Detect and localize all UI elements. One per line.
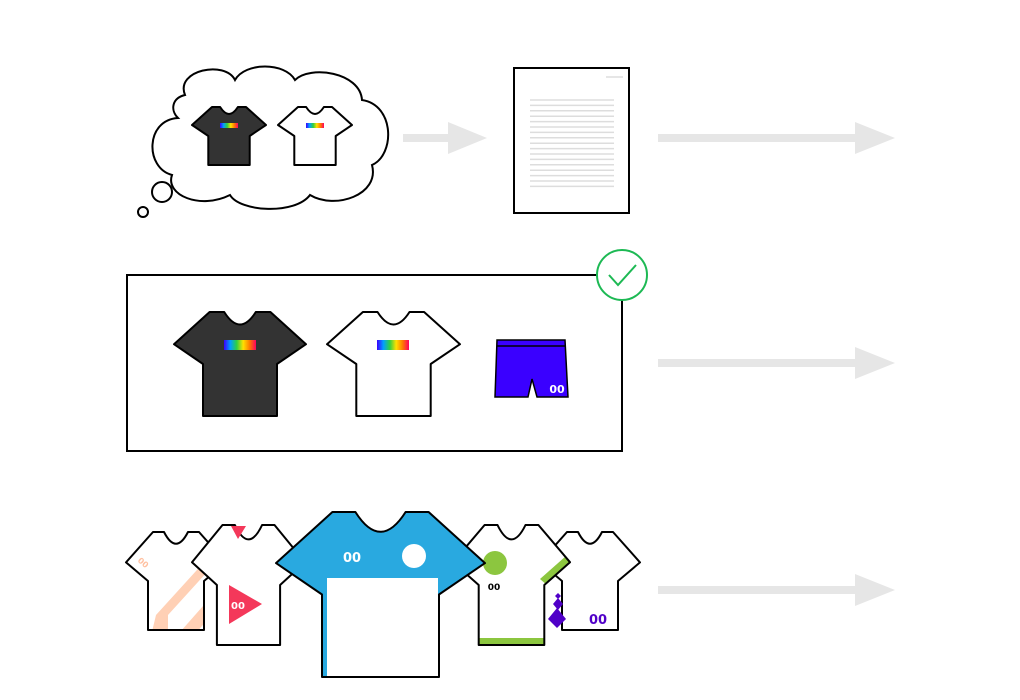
jersey-number: 00 [343,551,361,566]
jersey-number: 00 [589,613,607,628]
rainbow-logo [377,340,409,350]
jersey-green-trim: 00 [452,524,571,646]
jersey-number: 00 [231,601,245,612]
approved-shorts: 00 [494,339,569,398]
idea-dark-tshirt [191,106,267,166]
rainbow-logo [224,340,256,350]
shorts-number: 00 [549,383,565,396]
checkmark-circle-icon [596,249,648,301]
jersey-blue-top: 00 [275,511,486,678]
jersey-number: 00 [488,583,501,593]
approved-dark-tshirt [173,311,307,417]
arrow-right-icon [658,122,895,154]
thought-cloud-icon [137,65,390,218]
document-icon [513,67,630,214]
arrow-right-icon [658,347,895,379]
arrow-right-icon [658,574,895,606]
approved-white-tshirt [326,311,461,417]
idea-white-tshirt [277,106,353,166]
rainbow-logo [220,123,238,128]
rainbow-logo [306,123,324,128]
jersey-red-pennant: 00 [191,524,306,646]
arrow-right-icon [403,122,487,154]
